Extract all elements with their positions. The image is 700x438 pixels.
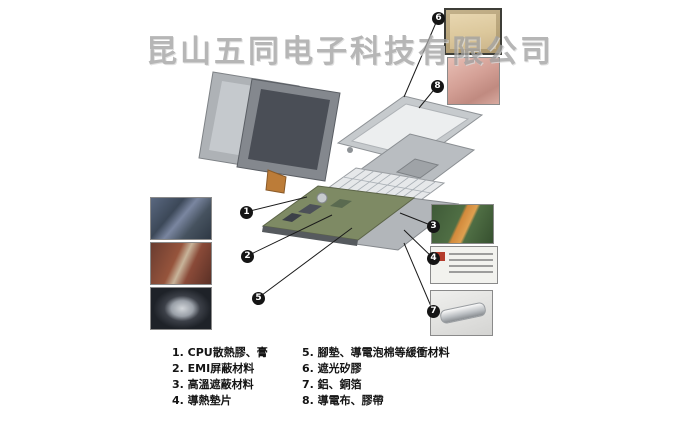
callout-badge-4: 4 [427,252,440,265]
lcd-flex-cable [265,169,287,194]
label-red-mark [435,252,445,261]
callout-badge-1: 1 [240,206,253,219]
motherboard [261,185,416,241]
legend-item-4: 4. 導熱墊片 [172,394,232,407]
legend-column-1: 1. CPU散熱膠、膏 2. EMI屏蔽材料 3. 高溫遮蔽材料 4. 導熱墊片 [172,345,302,409]
callout-badge-3: 3 [427,220,440,233]
label-text-lines [449,253,493,277]
cpu-heatsink [316,192,328,204]
legend-item-7: 7. 鋁、銅箔 [302,378,362,391]
legend-column-2: 5. 腳墊、導電泡棉等緩衝材料 6. 遮光矽膠 7. 鋁、銅箔 8. 導電布、膠… [302,345,450,409]
legend-item-8: 8. 導電布、膠帶 [302,394,384,407]
chip-component [298,204,322,214]
legend-item-2: 2. EMI屏蔽材料 [172,362,255,375]
callout-badge-5: 5 [252,292,265,305]
legend-item-3: 3. 高溫遮蔽材料 [172,378,254,391]
chip-component [282,213,302,222]
copper-pcb-photo-2 [150,242,212,285]
lcd-panel [236,78,341,194]
legend-item-5: 5. 腳墊、導電泡棉等緩衝材料 [302,346,450,359]
callout-badge-2: 2 [241,250,254,263]
conductive-cloth-photo-8 [447,57,500,105]
shielding-part-photo-5 [150,287,212,330]
callout-badge-6: 6 [432,12,445,25]
touchpad [395,158,440,179]
legend-item-6: 6. 遮光矽膠 [302,362,362,375]
bezel-frame-photo-6 [444,8,502,55]
circuit-board-photo-1 [150,197,212,240]
metal-clip-shape [439,301,487,325]
hinge-left [347,147,353,153]
legend: 1. CPU散熱膠、膏 2. EMI屏蔽材料 3. 高溫遮蔽材料 4. 導熱墊片… [172,345,450,409]
metal-shield-label-photo-4 [430,246,498,284]
legend-item-1: 1. CPU散熱膠、膏 [172,346,268,359]
motherboard-base [261,185,460,251]
callout-badge-7: 7 [427,305,440,318]
chip-component [330,199,352,208]
flex-cable-pcb-photo-3 [431,204,494,244]
callout-badge-8: 8 [431,80,444,93]
